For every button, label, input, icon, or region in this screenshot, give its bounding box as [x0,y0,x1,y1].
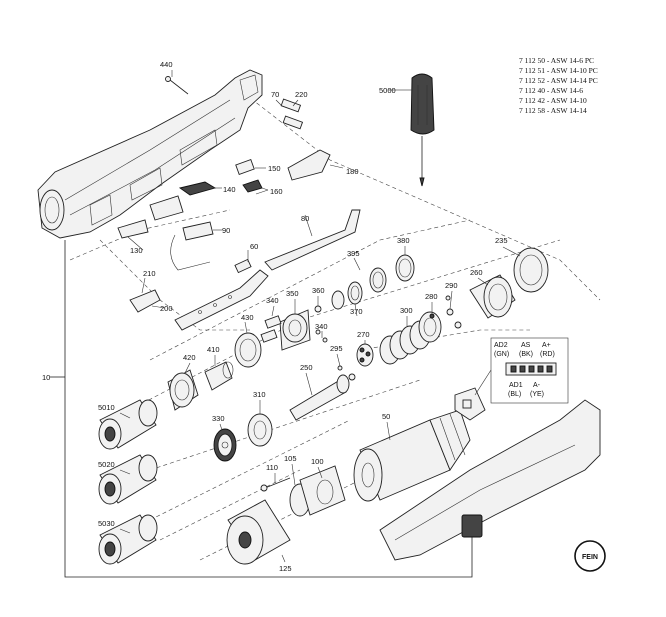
rings-395-370-360 [314,254,415,313]
circuit-board-60 [174,250,269,331]
callout-130: 130 [130,246,143,255]
callout-430: 430 [241,313,254,322]
callout-80: 80 [301,214,309,223]
callout-410: 410 [207,345,220,354]
gear-assembly-270-295-250 [289,343,374,421]
callout-110: 110 [266,463,278,472]
callout-125: 125 [279,564,292,573]
callout-5010: 5010 [98,403,115,412]
logo-text: FEIN [582,554,598,561]
callout-300: 300 [400,306,413,315]
callout-5030: 5030 [98,519,115,528]
callout-295: 295 [330,344,343,353]
terminal-aminus-label: A- [533,382,541,389]
callout-340: 340 [266,296,279,305]
callout-5020: 5020 [98,460,115,469]
screw-440-part [165,70,189,95]
model-line: 7 112 52 - ASW 14-14 PC [519,76,598,85]
callout-5000: 5000 [379,86,396,95]
callout-330: 330 [212,414,225,423]
callout-90: 90 [222,226,230,235]
callout-340: 340 [315,322,328,331]
callout-210: 210 [143,269,156,278]
angle-head-5020-part [98,454,158,505]
callout-50: 50 [382,412,390,421]
connector-legend: AD2 (GN) AS (BK) A+ (RD) AD1 (BL) A- (YE… [474,337,569,404]
spring-300-part [379,320,431,365]
callout-260: 260 [470,268,483,277]
angle-head-5030-part [98,514,158,565]
callout-60: 60 [250,242,258,251]
parts-150-160 [235,158,269,193]
terminal-ad2-label: AD2 [494,342,508,349]
housing-shell-part [37,69,263,239]
callout-290: 290 [445,281,458,290]
sleeve-410-part [204,361,234,391]
terminal-ad1-label: AD1 [509,382,523,389]
callout-280: 280 [425,292,438,301]
callout-150: 150 [268,164,281,173]
motor-50-part [353,409,471,502]
gear-310-part [247,413,273,447]
bearing-280-290 [418,295,462,343]
callout-270: 270 [357,330,370,339]
terminal-ad1-color: (BL) [508,391,521,398]
callout-100: 100 [311,457,324,466]
callout-380: 380 [397,236,410,245]
callout-10: 10 [42,373,50,382]
callout-310: 310 [253,390,266,399]
switch-180-part [287,149,344,181]
terminal-ad2-color: (GN) [494,351,509,358]
head-housing-125-part [226,499,291,565]
ring-430-part [234,321,262,368]
bracket-210-200 [129,277,166,313]
callout-numbers: 440 70 220 5000 150 180 140 160 90 80 13… [42,60,508,573]
model-line: 7 112 58 - ASW 14-14 [519,106,587,115]
model-line: 7 112 42 - ASW 14-10 [519,96,587,105]
screw-110-part [260,477,291,492]
gear-330-part [213,428,237,462]
callout-350: 350 [286,289,299,298]
callout-440: 440 [160,60,173,69]
callout-395: 395 [347,249,360,258]
model-line: 7 112 51 - ASW 14-10 PC [519,66,598,75]
ring-235-part [502,246,549,293]
model-line: 7 112 40 - ASW 14-6 [519,86,583,95]
callout-200: 200 [160,304,173,313]
callout-250: 250 [300,363,313,372]
terminal-aplus-label: A+ [542,342,551,349]
terminal-as-color: (BK) [519,351,533,358]
terminal-as-label: AS [521,342,531,349]
callout-105: 105 [284,454,297,463]
screwdriver-5000-part [398,73,435,187]
callout-70: 70 [271,90,279,99]
model-list: 7 112 50 - ASW 14-6 PC 7 112 51 - ASW 14… [519,56,598,115]
gear-housing-260-part [469,274,516,319]
angle-head-5010-part [98,399,158,450]
leader-lines [119,89,489,534]
callout-160: 160 [270,187,283,196]
nut-420-part [167,369,199,411]
callout-140: 140 [223,185,236,194]
terminal-aplus-color: (RD) [540,351,555,358]
callout-180: 180 [346,167,359,176]
clamp-105-100-part [289,465,346,517]
strip-80-part [264,209,361,271]
electronics-140-130-90 [117,181,222,271]
frame-lines [50,240,473,578]
callout-360: 360 [312,286,325,295]
handle-housing-part [379,387,601,561]
callout-235: 235 [495,236,508,245]
model-line: 7 112 50 - ASW 14-6 PC [519,56,594,65]
small-parts-70-220 [275,98,304,130]
spindle-350-part [260,309,328,351]
callout-220: 220 [295,90,308,99]
terminal-aminus-color: (YE) [530,391,544,398]
callout-420: 420 [183,353,196,362]
fein-logo: FEIN [574,540,606,572]
